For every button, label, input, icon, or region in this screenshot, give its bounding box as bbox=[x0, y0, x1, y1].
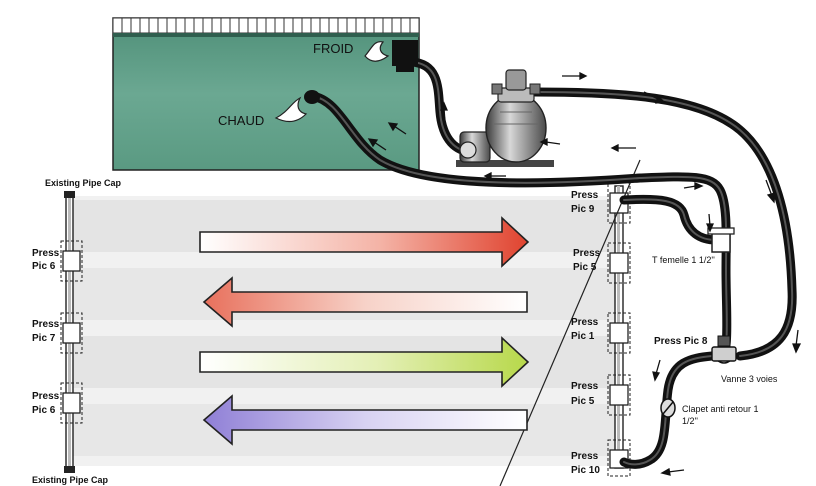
coping-tile bbox=[265, 17, 276, 34]
check-valve-icon bbox=[660, 398, 676, 418]
coping-tile bbox=[121, 17, 132, 34]
coping-tile bbox=[337, 17, 348, 34]
coping-tile bbox=[211, 17, 222, 34]
warm-return-fitting bbox=[304, 90, 320, 104]
flow-arrows bbox=[199, 216, 530, 446]
left-press-3: Press bbox=[32, 391, 60, 402]
pump-icon bbox=[456, 69, 554, 167]
label-vanne: Vanne 3 voies bbox=[721, 374, 778, 384]
right-press-1: Press bbox=[571, 190, 599, 201]
right-pic-1: Pic 9 bbox=[571, 204, 595, 215]
hoses bbox=[307, 57, 797, 469]
coping-tile bbox=[319, 17, 330, 34]
left-pic-1: Pic 6 bbox=[32, 261, 56, 272]
coping-tile bbox=[328, 17, 339, 34]
coping-tile bbox=[175, 17, 186, 34]
coping-tile bbox=[130, 17, 141, 34]
coping-tile bbox=[409, 17, 420, 34]
right-press-4: Press bbox=[571, 381, 599, 392]
coping-tile bbox=[391, 17, 402, 34]
coping-tile bbox=[193, 17, 204, 34]
coping-tile bbox=[229, 17, 240, 34]
flow-direction-markers bbox=[367, 71, 802, 476]
panel-break-line bbox=[499, 159, 641, 486]
label-cap-bottom: Existing Pipe Cap bbox=[32, 475, 109, 485]
coping-tile bbox=[139, 17, 150, 34]
right-pic-2: Pic 5 bbox=[573, 262, 597, 273]
label-froid: FROID bbox=[313, 41, 353, 56]
label-clapet-2: 1/2'' bbox=[682, 416, 698, 426]
flow-arrow-2 bbox=[202, 276, 528, 328]
right-press-5: Press bbox=[571, 451, 599, 462]
label-chaud: CHAUD bbox=[218, 113, 264, 128]
left-couplers bbox=[60, 191, 83, 473]
coping-tile bbox=[292, 17, 303, 34]
left-pic-3: Pic 6 bbox=[32, 405, 56, 416]
right-pic-4: Pic 5 bbox=[571, 396, 595, 407]
flow-arrow-1 bbox=[199, 216, 530, 268]
right-couplers bbox=[607, 182, 631, 477]
coping-tile bbox=[382, 17, 393, 34]
coping-tile bbox=[148, 17, 159, 34]
label-cap-top: Existing Pipe Cap bbox=[45, 178, 122, 188]
coping-tile bbox=[112, 17, 123, 34]
right-pic-3: Pic 1 bbox=[571, 331, 595, 342]
right-press-3: Press bbox=[571, 317, 599, 328]
label-clapet-1: Clapet anti retour 1 bbox=[682, 404, 759, 414]
pool-coping bbox=[112, 17, 420, 34]
coping-tile bbox=[355, 17, 366, 34]
valve-icon bbox=[711, 335, 737, 364]
coping-tile bbox=[364, 17, 375, 34]
coping-tile bbox=[310, 17, 321, 34]
coping-tile bbox=[274, 17, 285, 34]
coping-tile bbox=[301, 17, 312, 34]
coping-tile bbox=[256, 17, 267, 34]
pool bbox=[112, 17, 420, 171]
coping-tile bbox=[220, 17, 231, 34]
coping-tile bbox=[202, 17, 213, 34]
left-press-2: Press bbox=[32, 319, 60, 330]
cold-outlet-fitting bbox=[392, 40, 418, 72]
label-press-pic-8: Press Pic 8 bbox=[654, 336, 708, 347]
label-t-femelle: T femelle 1 1/2'' bbox=[652, 255, 715, 265]
coping-tile bbox=[157, 17, 168, 34]
label-pointers bbox=[274, 41, 390, 123]
coping-tile bbox=[373, 17, 384, 34]
left-pic-2: Pic 7 bbox=[32, 333, 56, 344]
coping-tile bbox=[247, 17, 258, 34]
coping-tile bbox=[346, 17, 357, 34]
right-press-2: Press bbox=[573, 248, 601, 259]
flow-arrow-4 bbox=[202, 394, 528, 446]
coping-tile bbox=[184, 17, 195, 34]
left-press-1: Press bbox=[32, 248, 60, 259]
coping-tile bbox=[166, 17, 177, 34]
tee-fitting-icon bbox=[707, 227, 735, 253]
coping-tile bbox=[283, 17, 294, 34]
coping-tile bbox=[238, 17, 249, 34]
coping-tile bbox=[400, 17, 411, 34]
flow-arrow-3 bbox=[199, 336, 530, 388]
right-pic-5: Pic 10 bbox=[571, 465, 600, 476]
